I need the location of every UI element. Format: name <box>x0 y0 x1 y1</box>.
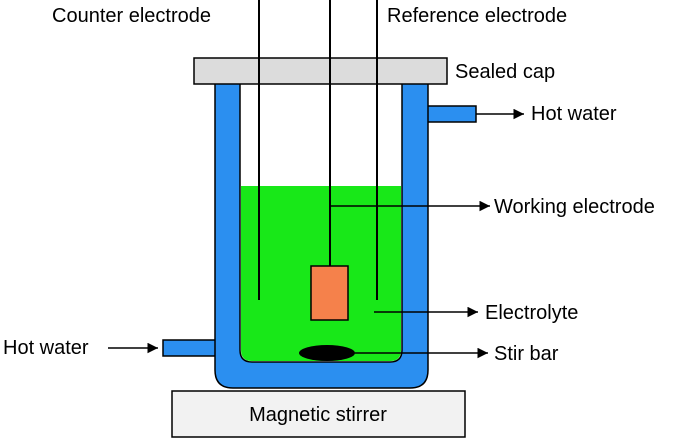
hot-water-inlet-tube <box>162 339 222 357</box>
working-electrode-plate <box>310 265 349 321</box>
working-electrode-label: Working electrode <box>494 196 655 218</box>
counter-electrode-label: Counter electrode <box>52 5 211 27</box>
sealed-cap <box>193 57 448 85</box>
magnetic-stirrer-base <box>171 390 466 438</box>
stir-bar-label: Stir bar <box>494 343 559 365</box>
electrolyte-label: Electrolyte <box>485 302 578 324</box>
magnetic-stirrer-label: Magnetic stirrer <box>249 404 387 426</box>
stir-bar <box>299 345 355 361</box>
sealed-cap-label: Sealed cap <box>455 61 555 83</box>
reference-electrode-label: Reference electrode <box>387 5 567 27</box>
hot-water-out-label: Hot water <box>531 103 617 125</box>
hot-water-in-label: Hot water <box>3 337 89 359</box>
